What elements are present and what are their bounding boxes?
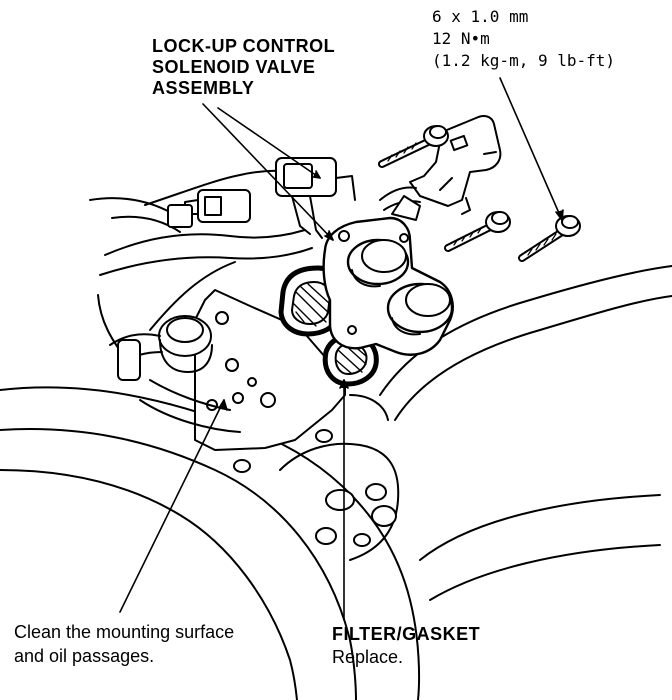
torque-conversion: (1.2 kg-m, 9 lb-ft) [432,51,616,70]
bolts [378,125,581,262]
filter-gasket-title: FILTER/GASKET [332,624,481,644]
left-connector [167,189,251,228]
clean-note-line1: Clean the mounting surface [14,622,235,642]
housing-details [139,379,400,561]
valve-body-plate [194,289,346,451]
solenoid-label-line1: LOCK-UP CONTROL [152,36,336,56]
solenoid-valve-assembly [322,216,454,356]
torque-value: 12 N•m [432,29,490,48]
plate-boss [109,315,213,381]
filter-gasket-label: FILTER/GASKET Replace. [332,624,480,669]
harness-bracket [379,115,502,221]
clean-note-label: Clean the mounting surface and oil passa… [14,620,234,668]
clean-note-line2: and oil passages. [14,646,155,666]
filter-gasket-action: Replace. [332,647,404,667]
solenoid-label-line3: ASSEMBLY [152,78,255,98]
solenoid-label-line2: SOLENOID VALVE [152,57,316,77]
solenoid-connector [275,157,356,239]
torque-bolt-size: 6 x 1.0 mm [432,7,529,26]
torque-spec-label: 6 x 1.0 mm 12 N•m (1.2 kg-m, 9 lb-ft) [432,6,615,72]
leader-lines [119,77,564,621]
solenoid-valve-label: LOCK-UP CONTROL SOLENOID VALVE ASSEMBLY [152,36,335,99]
transmission-housing [0,265,672,700]
